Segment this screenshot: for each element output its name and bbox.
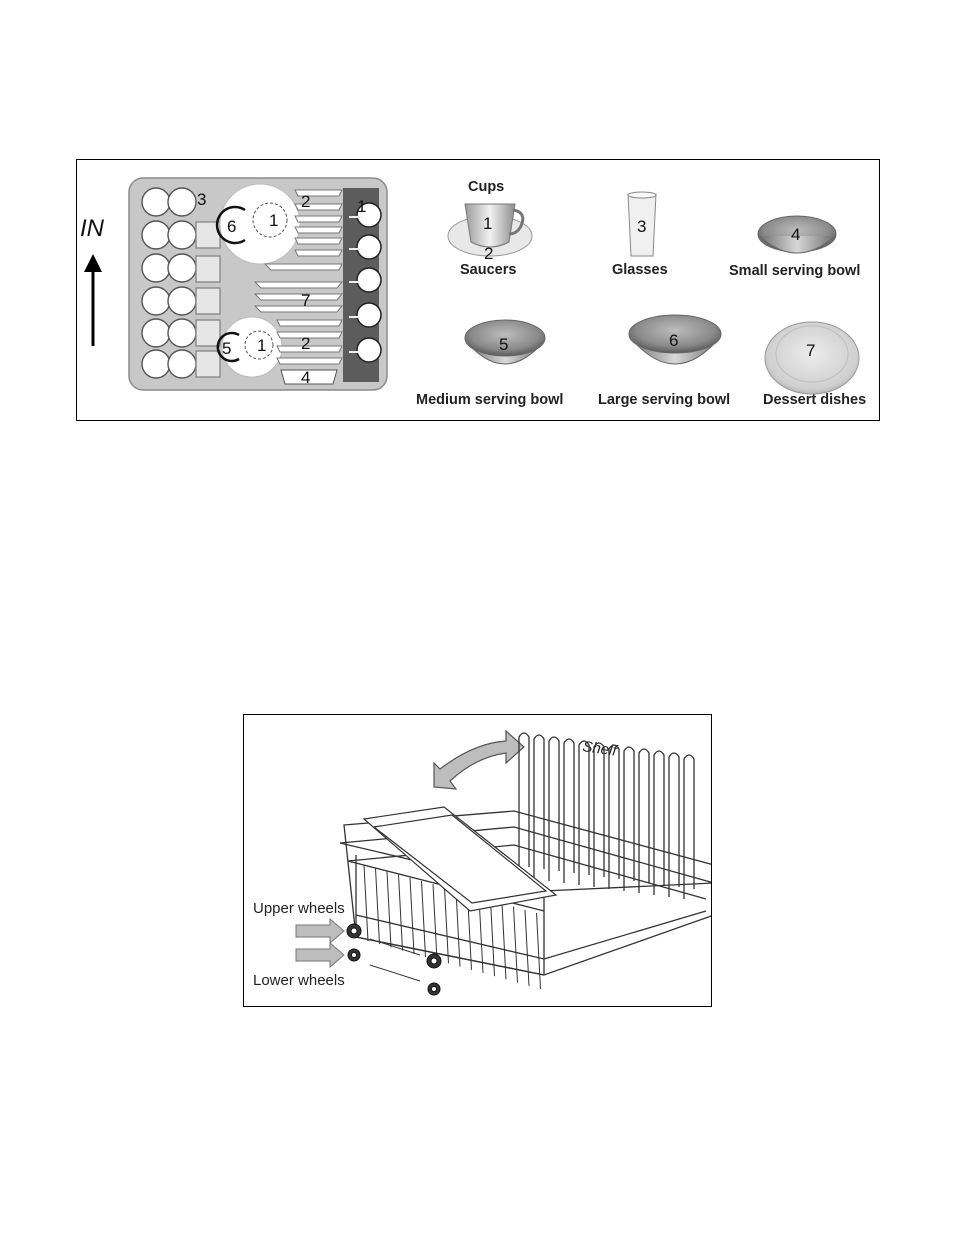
rack-wire xyxy=(455,890,461,967)
cup-icon xyxy=(464,203,516,248)
rack-wire xyxy=(409,877,415,954)
upper-wheels-arrow-icon xyxy=(295,917,345,945)
rack-diagram: Shelf xyxy=(243,714,712,1007)
cup-handle-icon xyxy=(508,208,525,236)
legend-glasses-number: 3 xyxy=(637,217,646,236)
lower-wheels-arrow-icon xyxy=(295,941,345,969)
shelf-tine xyxy=(638,748,650,893)
shelf-tine xyxy=(608,744,620,889)
rack-number-cup-top: 1 xyxy=(269,211,278,230)
legend-medium-bowl: 5 Medium serving bowl xyxy=(416,319,563,408)
dessert-dish-icon xyxy=(764,321,860,395)
rack-number-small-bowl: 4 xyxy=(301,368,310,387)
legend-large-bowl-label: Large serving bowl xyxy=(598,392,730,408)
rack-number-dessert: 7 xyxy=(301,291,310,310)
up-arrow-icon xyxy=(84,254,102,272)
cup-bottom-outline xyxy=(244,330,274,360)
rack-wire xyxy=(421,880,426,958)
direction-label: IN xyxy=(80,215,105,242)
legend-dessert: 7 Dessert dishes xyxy=(763,321,866,408)
fold-arrow-icon xyxy=(433,729,525,790)
rack-diagram-svg: Shelf xyxy=(253,729,711,996)
legend-large-bowl: 6 Large serving bowl xyxy=(598,314,730,408)
legend-saucers-number: 2 xyxy=(484,244,493,263)
large-bowl-outline xyxy=(219,183,301,265)
legend-saucers-label: Saucers xyxy=(460,262,516,278)
plate-stack-top xyxy=(263,189,343,271)
legend-glasses-label: Glasses xyxy=(612,262,668,278)
glasses-grid xyxy=(141,187,221,379)
large-bowl-icon xyxy=(628,314,722,354)
rack-wire xyxy=(375,868,380,945)
rack-number-glasses: 3 xyxy=(197,190,206,209)
rack-wire xyxy=(501,903,507,980)
rack-top-view: 3 6 1 2 7 xyxy=(128,177,388,391)
loading-diagram: IN 3 xyxy=(76,159,880,421)
rack-number-cup-bottom: 1 xyxy=(257,336,266,355)
rack-wire xyxy=(536,912,541,990)
cup-top-outline xyxy=(252,202,288,238)
legend-dessert-number: 7 xyxy=(806,341,815,360)
shelf-tine xyxy=(533,734,545,879)
wheels xyxy=(346,923,442,996)
shelf-tine xyxy=(563,738,575,883)
rack-wire xyxy=(490,900,495,977)
rack-wire xyxy=(398,874,403,951)
rack-wire xyxy=(524,909,530,986)
dessert-dish-stack xyxy=(253,281,344,313)
legend-medium-bowl-number: 5 xyxy=(499,335,508,354)
cup-column xyxy=(356,202,382,363)
loading-diagram-svg: IN 3 xyxy=(80,177,866,408)
shelf-tine xyxy=(623,746,635,891)
rack-wire xyxy=(432,884,438,961)
medium-bowl-icon xyxy=(464,319,546,357)
shelf-tine xyxy=(668,752,680,897)
rack-wire xyxy=(444,887,449,964)
rack-number-saucer-bottom: 2 xyxy=(301,334,310,353)
small-bowl-shape xyxy=(280,369,338,385)
legend-medium-bowl-label: Medium serving bowl xyxy=(416,392,563,408)
rack-wire xyxy=(363,864,369,942)
legend-cups-saucers: Cups 1 2 Saucers xyxy=(447,179,533,278)
legend-small-bowl-number: 4 xyxy=(791,225,800,244)
legend-cups-label: Cups xyxy=(468,179,504,195)
rack-number-right-cup: 1 xyxy=(357,197,366,216)
legend-cups-number: 1 xyxy=(483,214,492,233)
large-bowl-arc xyxy=(215,205,246,245)
direction-indicator: IN xyxy=(80,215,105,346)
lower-wheels-label: Lower wheels xyxy=(253,972,345,989)
rack-wire xyxy=(513,906,518,983)
rack-number-saucer-top: 2 xyxy=(301,192,310,211)
legend-small-bowl-label: Small serving bowl xyxy=(729,263,860,279)
legend-dessert-label: Dessert dishes xyxy=(763,392,866,408)
medium-bowl-arc xyxy=(216,331,240,363)
rack-wires xyxy=(363,864,541,990)
shelf-tine xyxy=(578,740,590,885)
rack-number-medium-bowl: 5 xyxy=(222,339,231,358)
shelf-tines xyxy=(518,732,695,899)
shelf-tine xyxy=(548,736,560,881)
cup-shelf xyxy=(362,806,558,912)
rack-wire xyxy=(386,871,392,948)
legend-glasses: 3 Glasses xyxy=(612,191,668,278)
glass-rim-icon xyxy=(627,191,657,199)
plate-stack-bottom xyxy=(276,319,343,365)
shelf-tine xyxy=(683,754,695,899)
legend-large-bowl-number: 6 xyxy=(669,331,678,350)
shelf-tine xyxy=(518,732,530,877)
dessert-dish-rim-icon xyxy=(775,325,849,383)
legend-small-bowl: 4 Small serving bowl xyxy=(729,215,860,279)
small-bowl-base-icon xyxy=(758,235,836,254)
shelf-tine xyxy=(653,750,665,895)
cup-handles xyxy=(349,216,359,353)
rack-number-large-bowl: 6 xyxy=(227,217,236,236)
shelf-label: Shelf xyxy=(581,738,619,760)
shelf-tine xyxy=(593,742,605,887)
upper-wheels-label: Upper wheels xyxy=(253,900,345,917)
